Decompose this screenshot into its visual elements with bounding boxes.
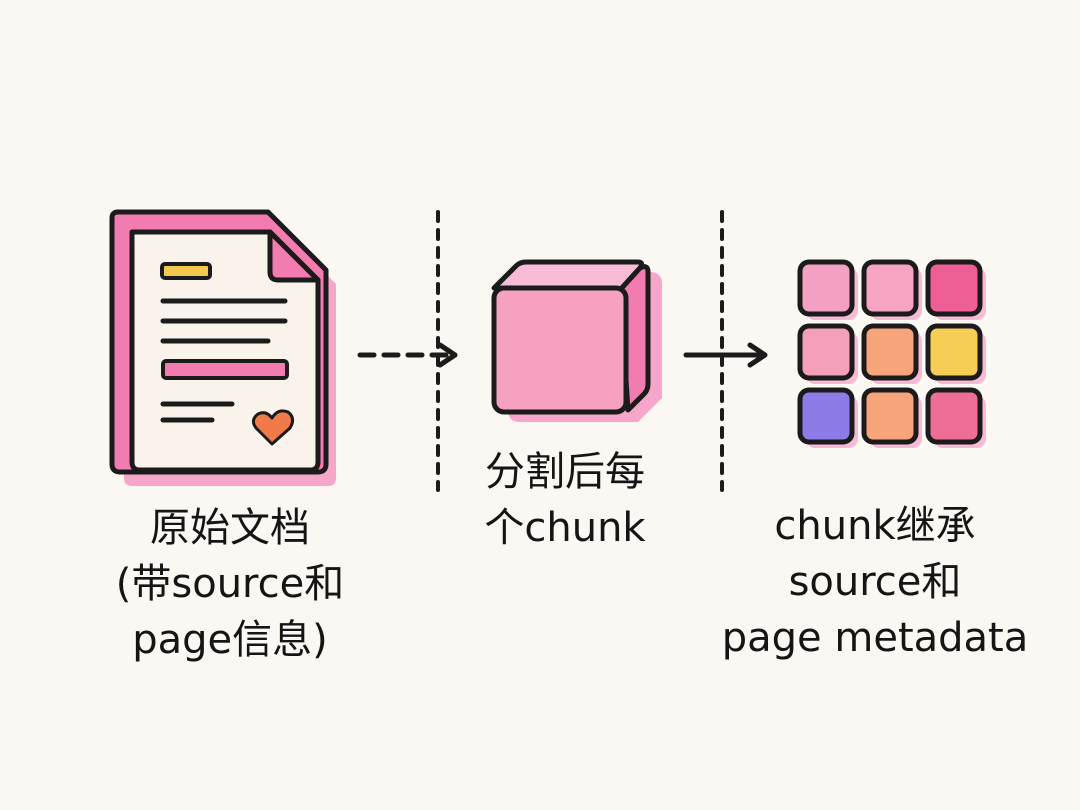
metadata-label-line: source和	[788, 559, 962, 605]
document-label-line: page信息)	[132, 617, 328, 663]
dashed-arrow	[357, 342, 458, 368]
grid-cell	[861, 259, 919, 317]
document-label: 原始文档 (带source和 page信息)	[80, 500, 380, 668]
cube-front-face	[491, 285, 629, 415]
document-fold	[267, 229, 321, 283]
chunk-label-line: 分割后每	[485, 449, 645, 495]
metadata-label-line: page metadata	[721, 615, 1029, 661]
grid-cell	[797, 387, 855, 445]
solid-arrow	[683, 342, 768, 368]
heart-icon	[251, 409, 295, 446]
chunk-cube-icon	[491, 259, 662, 422]
grid-cell	[925, 323, 983, 381]
grid-cell	[797, 259, 855, 317]
chunk-label: 分割后每 个chunk	[420, 444, 710, 556]
document-highlight-bar	[161, 359, 289, 380]
document-label-line: (带source和	[115, 561, 345, 607]
document-text-lines	[160, 298, 288, 423]
metadata-label: chunk继承 source和 page metadata	[700, 498, 1050, 666]
grid-cell	[861, 323, 919, 381]
grid-cell	[925, 259, 983, 317]
document-icon	[109, 209, 336, 486]
chunk-label-line: 个chunk	[484, 505, 646, 551]
document-label-line: 原始文档	[150, 505, 310, 551]
document-heading-bar	[160, 262, 212, 280]
metadata-grid	[797, 259, 986, 448]
grid-cell	[797, 323, 855, 381]
document-page	[129, 229, 321, 473]
metadata-label-line: chunk继承	[774, 503, 976, 549]
grid-cell	[925, 387, 983, 445]
grid-cell	[861, 387, 919, 445]
